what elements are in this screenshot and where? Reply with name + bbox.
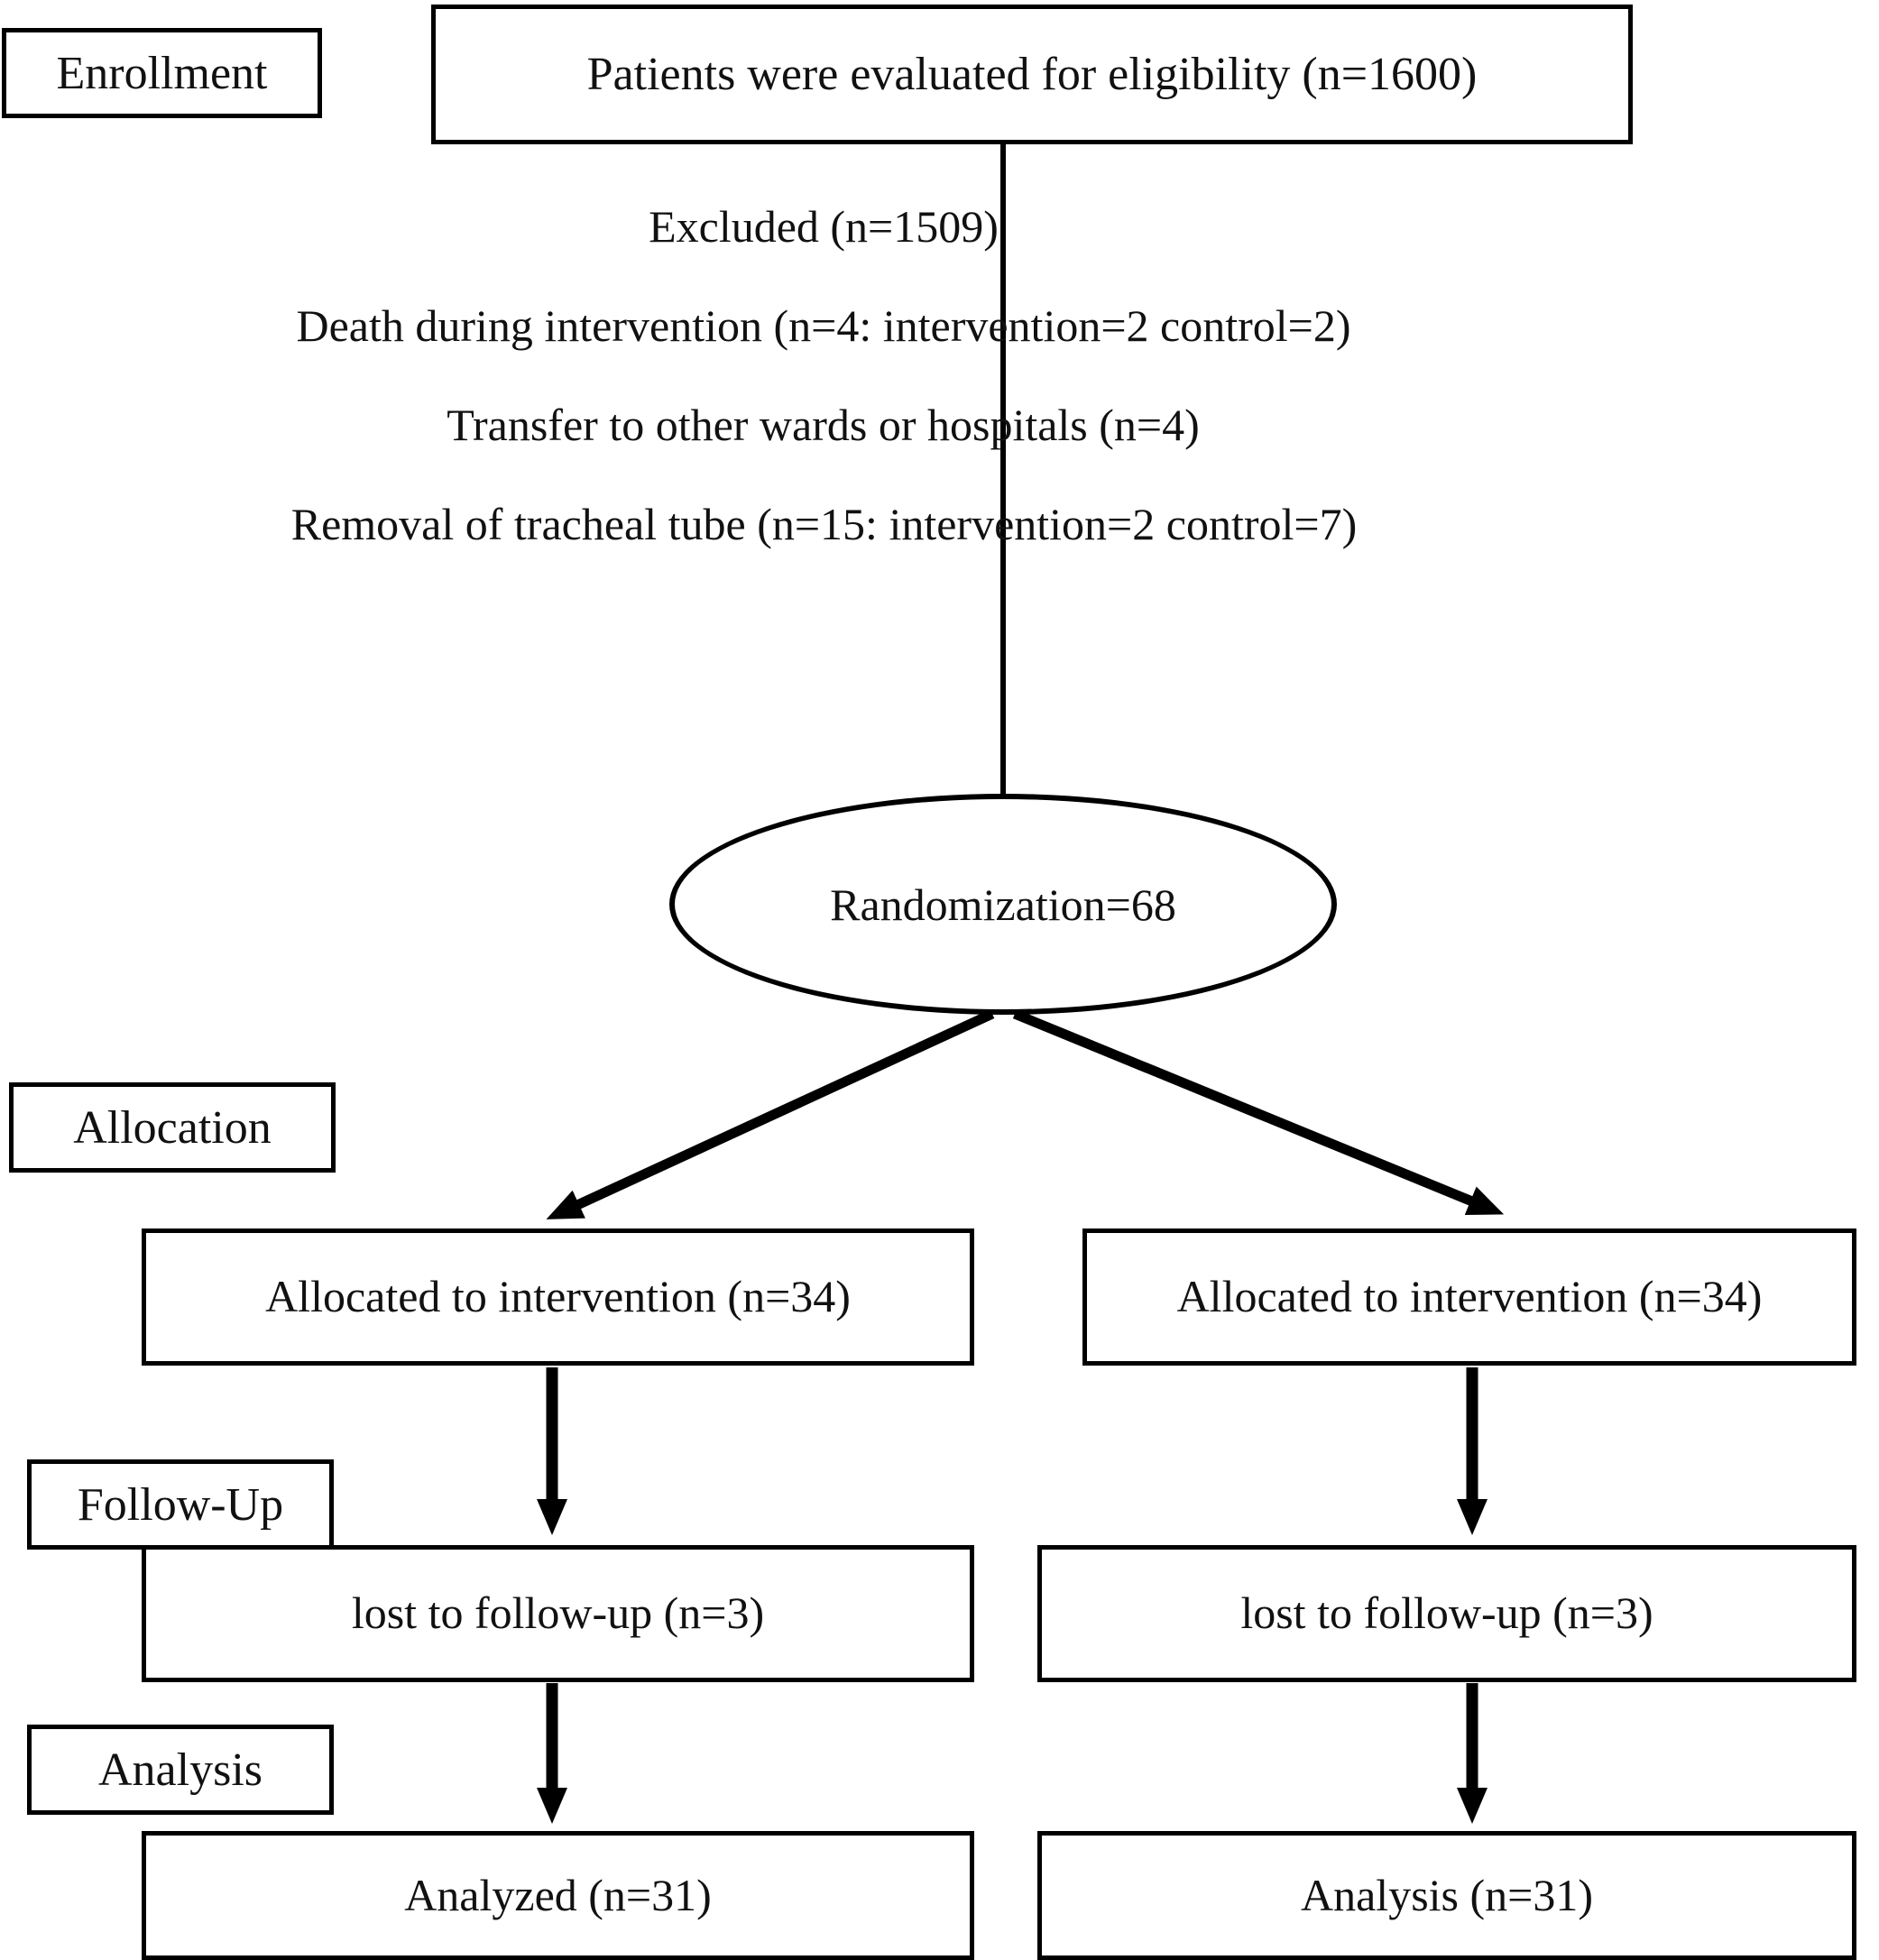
stage-label-analysis: Analysis — [27, 1725, 334, 1815]
text-exclusion-reason-removal: Removal of tracheal tube (n=15: interven… — [290, 499, 1358, 549]
stage-label-allocation: Allocation — [9, 1082, 336, 1173]
text-exclusion-reason-death: Death during intervention (n=4: interven… — [296, 300, 1351, 351]
text-exclusion-reason-transfer: Transfer to other wards or hospitals (n=… — [447, 400, 1200, 450]
text-excluded-heading: Excluded (n=1509) — [649, 201, 999, 252]
node-allocation-right: Allocated to intervention (n=34) — [1082, 1228, 1856, 1366]
node-eligibility: Patients were evaluated for eligibility … — [431, 5, 1633, 144]
connector-randomization-to-left-allocation — [546, 1009, 995, 1219]
node-followup-left: lost to follow-up (n=3) — [142, 1545, 974, 1682]
stage-label-followup: Follow-Up — [27, 1459, 334, 1550]
node-analysis-left: Analyzed (n=31) — [142, 1831, 974, 1960]
node-randomization: Randomization=68 — [669, 794, 1337, 1015]
connector-randomization-to-right-allocation — [1012, 1008, 1505, 1215]
node-analysis-right: Analysis (n=31) — [1037, 1831, 1856, 1960]
node-allocation-left: Allocated to intervention (n=34) — [142, 1228, 974, 1366]
stage-label-enrollment: Enrollment — [2, 28, 322, 118]
node-followup-right: lost to follow-up (n=3) — [1037, 1545, 1856, 1682]
